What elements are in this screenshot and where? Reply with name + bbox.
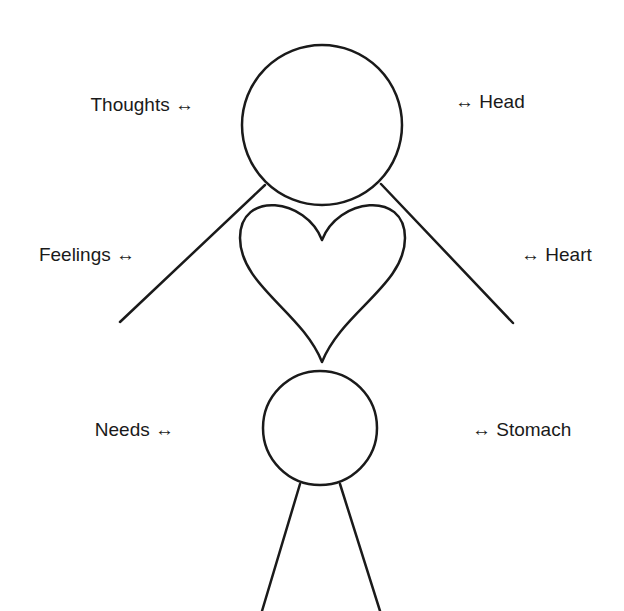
part-label: Thoughts ↔ [91, 93, 195, 117]
stomach-circle [263, 371, 377, 485]
part-label: ↔ Stomach [472, 418, 571, 442]
heart-shape [240, 205, 405, 362]
head-circle [242, 45, 402, 205]
right-leg [340, 484, 380, 611]
part-label: Feelings ↔ [39, 243, 135, 267]
left-leg [262, 484, 300, 611]
right-arm [381, 184, 513, 323]
part-label: ↔ Heart [521, 243, 592, 267]
part-label: ↔ Head [455, 90, 525, 114]
part-label: Needs ↔ [95, 418, 174, 442]
